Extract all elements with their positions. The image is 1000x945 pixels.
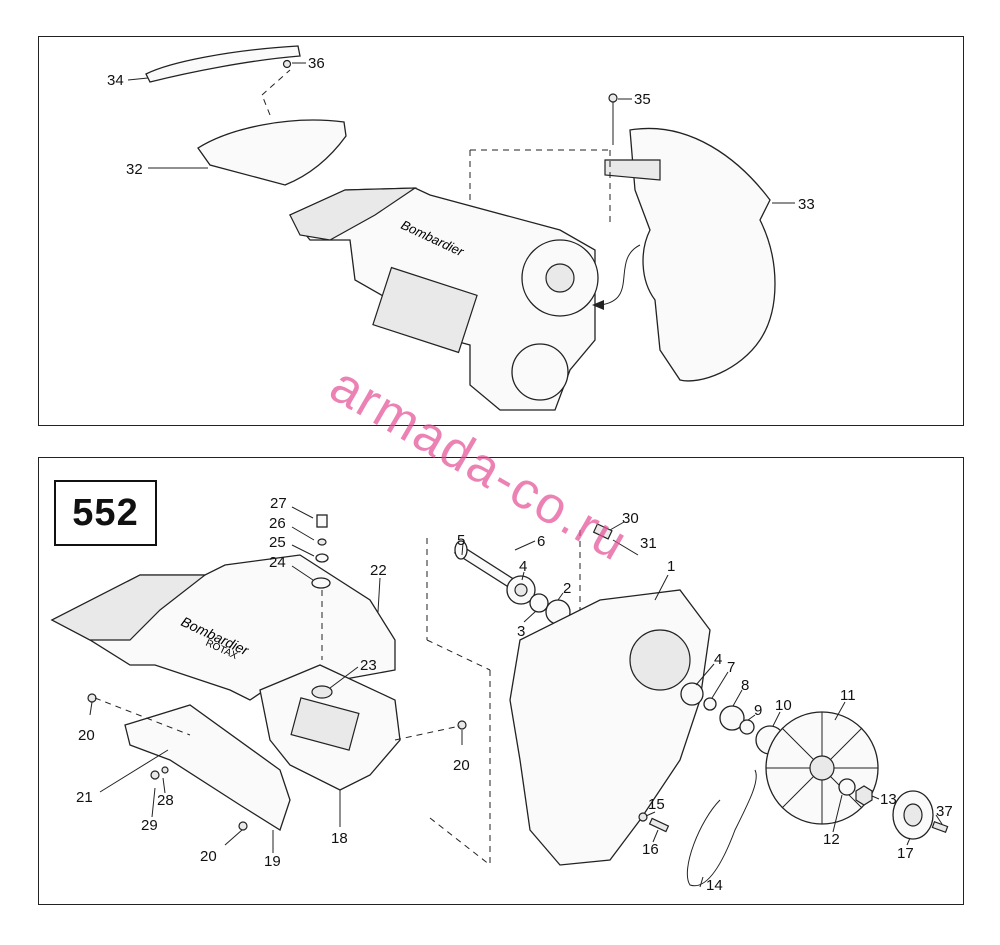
callout-17: 17	[897, 845, 914, 862]
callout-21: 21	[76, 789, 93, 806]
washer-28	[150, 770, 160, 780]
callout-30: 30	[622, 510, 639, 527]
cooling-fan-11	[765, 711, 879, 825]
washer-15	[638, 812, 648, 822]
callout-11: 11	[840, 687, 856, 704]
screw-37	[931, 821, 949, 833]
callout-3: 3	[517, 623, 525, 640]
screw-20b	[457, 720, 467, 730]
callout-10: 10	[775, 697, 792, 714]
callout-12: 12	[823, 831, 840, 848]
duct-opening	[290, 697, 360, 751]
cover-panel-32	[197, 119, 347, 186]
callout-7: 7	[727, 659, 735, 676]
magneto-cover	[511, 343, 569, 401]
callout-4a: 4	[519, 558, 527, 575]
bottom-callout-labels: 27 26 25 24 22 23 20 20 20 21 28 29 19 1…	[76, 495, 953, 894]
callout-1: 1	[667, 558, 675, 575]
callout-9: 9	[754, 702, 762, 719]
cowl-bracket	[604, 159, 661, 181]
nut-13	[855, 785, 873, 806]
callout-24: 24	[269, 554, 286, 571]
top-leaders	[127, 62, 795, 204]
callout-6: 6	[537, 533, 545, 550]
callout-29: 29	[141, 817, 158, 834]
washer-24	[311, 577, 331, 589]
washer-3	[529, 593, 549, 613]
spring-9	[739, 719, 755, 735]
bracket-21	[124, 704, 291, 831]
air-intake-funnel	[289, 187, 418, 241]
screw-35	[608, 93, 618, 103]
screw-36	[282, 59, 292, 69]
bottom-leaders	[89, 506, 943, 888]
callout-18: 18	[331, 830, 348, 847]
top-callout-labels: 34 36 32 35 33	[107, 55, 815, 213]
washer-12	[838, 778, 856, 796]
bolt-16	[648, 817, 670, 833]
bottom-assembly: Bombardier ROTAX	[50, 514, 949, 887]
callout-27: 27	[270, 495, 287, 512]
fan-cowl-33	[629, 127, 776, 382]
screw-20a	[87, 693, 97, 703]
callout-34: 34	[107, 72, 124, 89]
housing-bearing-seat	[629, 629, 691, 691]
fan-housing-1	[509, 589, 711, 866]
nut-29	[161, 766, 169, 774]
washer-25	[315, 553, 329, 563]
callout-36: 36	[308, 55, 325, 72]
callout-20c: 20	[200, 848, 217, 865]
engine-lower-block	[372, 266, 478, 354]
shaft-5-head	[454, 540, 468, 560]
nut-26	[317, 538, 327, 546]
callout-26: 26	[269, 515, 286, 532]
drive-belt-14	[686, 769, 757, 887]
callout-16: 16	[642, 841, 659, 858]
lower-diagram-panel	[38, 457, 964, 905]
bearing-4b	[680, 682, 704, 706]
fan-pulley-hub	[545, 263, 575, 293]
callout-20a: 20	[78, 727, 95, 744]
callout-8: 8	[741, 677, 749, 694]
callout-13: 13	[880, 791, 897, 808]
model-number-badge: 552	[54, 480, 157, 546]
callout-32: 32	[126, 161, 143, 178]
callout-5: 5	[457, 532, 465, 549]
callout-22: 22	[370, 562, 387, 579]
callout-4b: 4	[714, 651, 722, 668]
screw-20c	[238, 821, 248, 831]
washer-7	[703, 697, 717, 711]
cap-17-center	[903, 803, 923, 827]
grommet-23	[311, 685, 333, 699]
callout-35: 35	[634, 91, 651, 108]
pulley-half-8	[719, 705, 745, 731]
shroud-air-intake	[50, 574, 207, 641]
callout-31: 31	[640, 535, 657, 552]
callout-19: 19	[264, 853, 281, 870]
callout-14: 14	[706, 877, 723, 894]
callout-37: 37	[936, 803, 953, 820]
callout-28: 28	[157, 792, 174, 809]
callout-25: 25	[269, 534, 286, 551]
intake-grille-34	[145, 45, 301, 83]
top-assembly: Bombardier	[145, 45, 776, 411]
callout-33: 33	[798, 196, 815, 213]
clip-30	[592, 523, 613, 540]
callout-23: 23	[360, 657, 377, 674]
callout-2: 2	[563, 580, 571, 597]
callout-15: 15	[648, 796, 665, 813]
bearing-4-bore	[514, 583, 528, 597]
bolt-27	[316, 514, 328, 528]
callout-20b: 20	[453, 757, 470, 774]
